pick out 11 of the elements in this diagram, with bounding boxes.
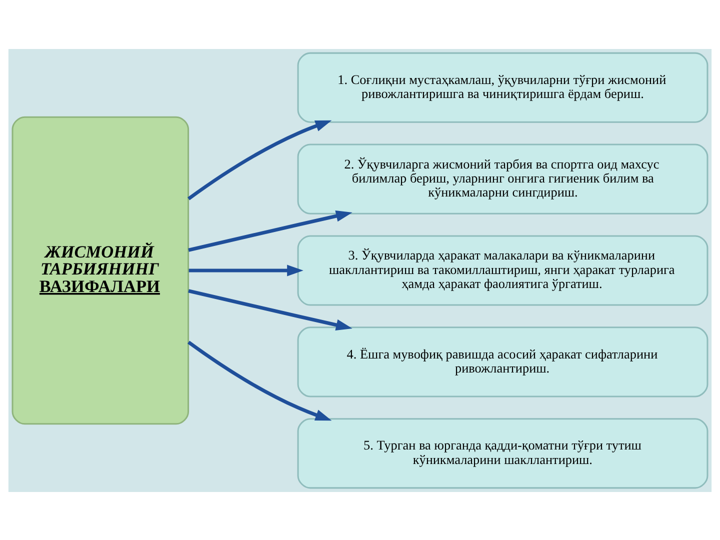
node-box: 5. Турган ва юрганда қадди-қоматни тўғри тутиш кўникмаларини шакллантириш. — [297, 418, 708, 488]
node-box: 1. Соғлиқни мустаҳкамлаш, ўқувчиларни тўғри жисмоний ривожлантиришга ва чиниқтиришга ёрдам бериш. — [297, 52, 708, 122]
node-box: 3. Ўқувчиларда ҳаракат малакалари ва кўникмаларини шакллантириш ва такомиллаштириш, янги ҳаракат турларига ҳамда ҳаракат фаолиятига ўргатиш. — [297, 234, 708, 306]
node-box: 2. Ўқувчиларга жисмоний тарбия ва спортга оид махсус билимлар бериш, уларнинг онгига гигиеник билим ва кўникмаларни сингдириш. — [297, 143, 708, 214]
node-box: ЖИСМОНИЙ ТАРБИЯНИНГ ВАЗИФАЛАРИ — [12, 116, 190, 424]
arrow — [188, 340, 332, 420]
node-box: 4. Ёшга мувофиқ равишда асосий ҳаракат сифатларини ривожлантириш. — [297, 326, 708, 397]
arrow — [188, 264, 304, 276]
arrow — [188, 120, 332, 200]
arrow — [188, 210, 352, 252]
arrow — [188, 288, 352, 330]
